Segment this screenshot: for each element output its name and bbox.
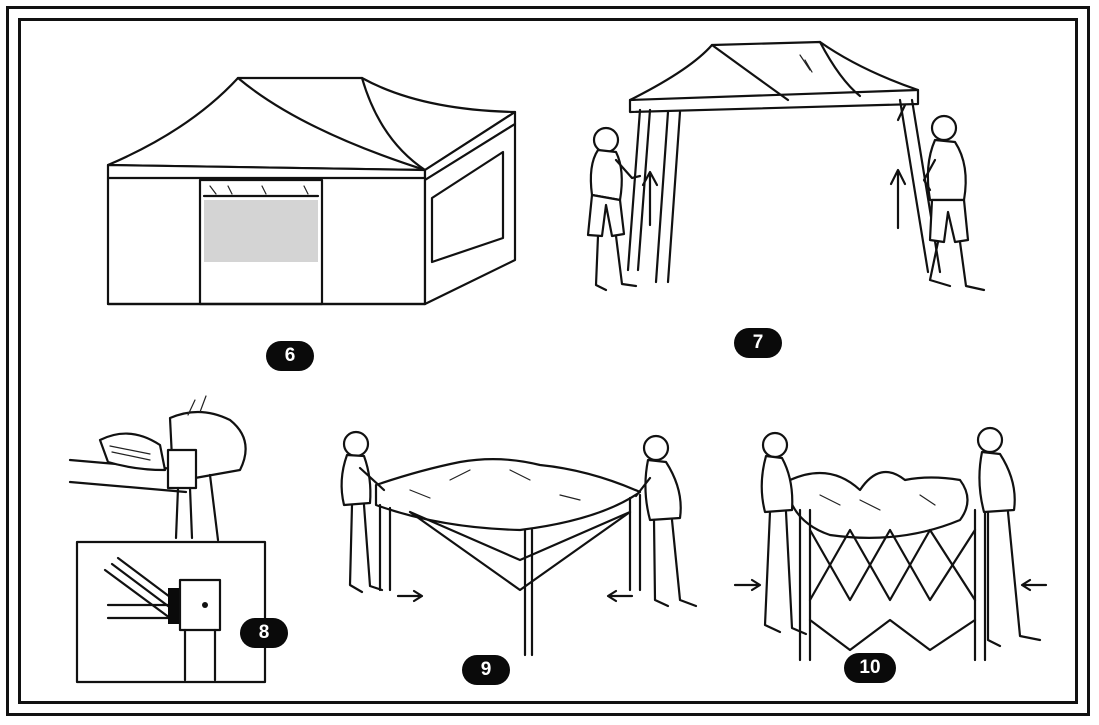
pushing-frame-illustration [342, 432, 696, 655]
step-6-badge: 6 [266, 341, 314, 371]
folding-frame-illustration [735, 428, 1046, 660]
step-9-badge: 9 [462, 655, 510, 685]
step-6-number: 6 [285, 341, 296, 371]
step-10-number: 10 [859, 653, 880, 683]
step-7-number: 7 [753, 328, 764, 358]
step-8-badge: 8 [240, 618, 288, 648]
bracket-lock-illustration [70, 396, 265, 682]
raising-canopy-illustration [588, 42, 984, 290]
step-7-badge: 7 [734, 328, 782, 358]
step-10-badge: 10 [844, 653, 896, 683]
step-9-number: 9 [481, 655, 492, 685]
tent-with-walls-illustration [108, 78, 515, 304]
step-8-number: 8 [259, 618, 270, 648]
